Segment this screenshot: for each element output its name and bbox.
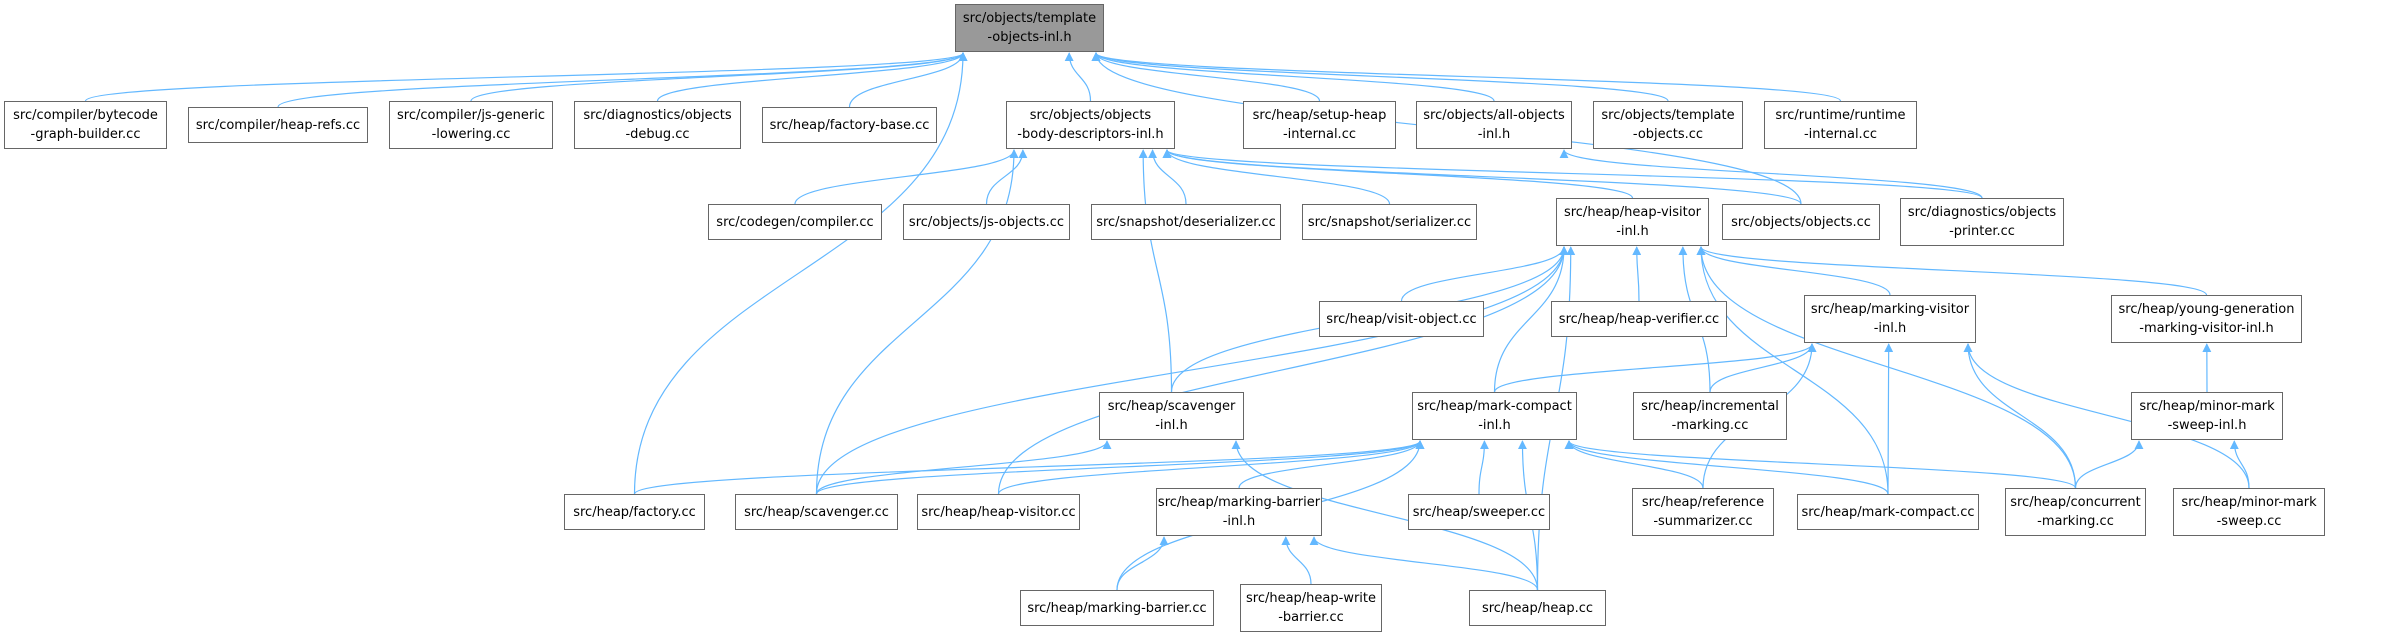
- edge-scavengercc-to-markcompactinl: [815, 440, 1425, 495]
- node-scavenger-inl-h[interactable]: src/heap/scavenger -inl.h: [1099, 392, 1244, 440]
- edge-factory-to-markcompactinl: [633, 440, 1425, 495]
- edge-heapverifier-to-heapvisitorinl: [1632, 246, 1642, 302]
- node-marking-barrier-inl-h[interactable]: src/heap/marking-barrier -inl.h: [1156, 488, 1322, 536]
- edge-bodydesc-to-root: [1064, 52, 1092, 102]
- edge-heapcc-to-markingbarrierinl: [1309, 536, 1539, 591]
- node-heap-verifier[interactable]: src/heap/heap-verifier.cc: [1551, 301, 1727, 337]
- node-objects-cc[interactable]: src/objects/objects.cc: [1722, 204, 1880, 240]
- node-concurrent-marking[interactable]: src/heap/concurrent -marking.cc: [2005, 488, 2146, 536]
- edge-scavengercc-to-heapvisitorinl: [815, 246, 1569, 495]
- node-template-objects-cc[interactable]: src/objects/template -objects.cc: [1593, 101, 1743, 149]
- edge-concurrent-to-markcompactinl: [1564, 440, 2077, 489]
- edge-minormarksweep-to-minormarkinl: [2229, 440, 2250, 489]
- edge-refsumm-to-markcompactinl: [1564, 440, 1704, 489]
- node-mark-compact-cc[interactable]: src/heap/mark-compact.cc: [1797, 494, 1979, 530]
- edge-heapvisitorcc-to-markcompactinl: [997, 440, 1425, 495]
- node-factory-cc[interactable]: src/heap/factory.cc: [564, 494, 705, 530]
- edge-compiler-to-bodydesc: [794, 149, 1019, 205]
- node-all-objects-inl-h[interactable]: src/objects/all-objects -inl.h: [1416, 101, 1572, 149]
- edge-heapvisitorinl-to-bodydesc: [1162, 149, 1634, 199]
- edge-setupheap-to-root: [1091, 52, 1321, 102]
- edge-objprinter-to-allobjects: [1559, 149, 1983, 199]
- node-objects-body-descriptors-inl-h[interactable]: src/objects/objects -body-descriptors-in…: [1006, 101, 1175, 149]
- edge-sweeper-to-markcompactinl: [1478, 440, 1489, 495]
- node-marking-visitor-inl-h[interactable]: src/heap/marking-visitor -inl.h: [1804, 295, 1976, 343]
- edge-scavengercc-to-scavengerinl: [815, 440, 1112, 495]
- edge-markcompactinl-to-heapvisitorinl: [1493, 246, 1569, 393]
- node-objects-printer[interactable]: src/diagnostics/objects -printer.cc: [1900, 198, 2064, 246]
- node-reference-summarizer[interactable]: src/heap/reference -summarizer.cc: [1632, 488, 1774, 536]
- edge-factory-to-root: [633, 52, 968, 495]
- node-heap-cc[interactable]: src/heap/heap.cc: [1469, 590, 1606, 626]
- node-scavenger-cc[interactable]: src/heap/scavenger.cc: [735, 494, 898, 530]
- edge-bytecode-to-root: [84, 52, 968, 102]
- node-runtime-internal[interactable]: src/runtime/runtime -internal.cc: [1764, 101, 1917, 149]
- edge-runtimeint-to-root: [1091, 52, 1842, 102]
- edge-jsobjects-to-bodydesc: [985, 149, 1028, 205]
- edge-writebarrier-to-markingbarrierinl: [1281, 536, 1312, 585]
- edge-markingbarrierinl-to-markcompactinl: [1238, 440, 1425, 489]
- edge-markingvisitor-to-heapvisitorinl: [1696, 246, 1891, 296]
- node-js-generic-lowering[interactable]: src/compiler/js-generic -lowering.cc: [389, 101, 553, 149]
- edge-objectscc-to-bodydesc: [1162, 149, 1802, 205]
- edge-objprinter-to-bodydesc: [1162, 149, 1983, 199]
- edge-scavengercc-to-bodydesc: [815, 149, 1019, 495]
- edge-markcompactinl-to-markingvisitor: [1493, 343, 1817, 393]
- node-deserializer[interactable]: src/snapshot/deserializer.cc: [1091, 204, 1281, 240]
- edge-allobjects-to-root: [1091, 52, 1495, 102]
- edge-younggen-to-heapvisitorinl: [1696, 246, 2208, 296]
- edge-visitobject-to-heapvisitorinl: [1400, 246, 1569, 302]
- node-young-generation-marking-visitor-inl-h[interactable]: src/heap/young-generation -marking-visit…: [2111, 295, 2302, 343]
- edge-heapcc-to-scavengerinl: [1231, 440, 1539, 591]
- edge-scavengerinl-to-bodydesc: [1138, 149, 1173, 393]
- node-incremental-marking[interactable]: src/heap/incremental -marking.cc: [1633, 392, 1787, 440]
- edge-minormarksweep-to-markingvisitor: [1963, 343, 2250, 489]
- edge-markcompactcc-to-heapvisitorinl: [1696, 246, 1889, 495]
- node-codegen-compiler[interactable]: src/codegen/compiler.cc: [708, 204, 882, 240]
- node-objects-debug[interactable]: src/diagnostics/objects -debug.cc: [574, 101, 741, 149]
- node-visit-object[interactable]: src/heap/visit-object.cc: [1319, 301, 1484, 337]
- edge-objdebug-to-root: [656, 52, 968, 102]
- edge-serializer-to-bodydesc: [1162, 149, 1391, 205]
- node-heap-refs[interactable]: src/compiler/heap-refs.cc: [188, 107, 368, 143]
- node-sweeper[interactable]: src/heap/sweeper.cc: [1408, 494, 1550, 530]
- edge-concurrent-to-minormarkinl: [2074, 440, 2144, 489]
- edge-markingbarriercc-to-markingbarrierinl: [1116, 536, 1169, 591]
- edge-templateobj-to-root: [1091, 52, 1669, 102]
- edge-heapvisitorcc-to-heapvisitorinl: [997, 246, 1569, 495]
- node-heap-visitor-cc[interactable]: src/heap/heap-visitor.cc: [917, 494, 1080, 530]
- edge-factorybase-to-root: [848, 52, 968, 108]
- node-minor-mark-sweep-inl-h[interactable]: src/heap/minor-mark -sweep-inl.h: [2131, 392, 2283, 440]
- edge-concurrent-to-markingvisitor: [1963, 343, 2077, 489]
- node-marking-barrier-cc[interactable]: src/heap/marking-barrier.cc: [1020, 590, 1214, 626]
- node-setup-heap-internal[interactable]: src/heap/setup-heap -internal.cc: [1243, 101, 1396, 149]
- node-js-objects[interactable]: src/objects/js-objects.cc: [903, 204, 1070, 240]
- node-minor-mark-sweep-cc[interactable]: src/heap/minor-mark -sweep.cc: [2173, 488, 2325, 536]
- node-serializer[interactable]: src/snapshot/serializer.cc: [1302, 204, 1477, 240]
- node-template-objects-inl-h[interactable]: src/objects/template -objects-inl.h: [955, 4, 1104, 52]
- edge-heaprefs-to-root: [277, 52, 968, 108]
- edge-markcompactcc-to-markingvisitor: [1884, 343, 1894, 495]
- node-mark-compact-inl-h[interactable]: src/heap/mark-compact -inl.h: [1412, 392, 1577, 440]
- node-bytecode-graph-builder[interactable]: src/compiler/bytecode -graph-builder.cc: [4, 101, 167, 149]
- edge-deserializer-to-bodydesc: [1148, 149, 1187, 205]
- edge-jsgeneric-to-root: [470, 52, 968, 102]
- node-heap-visitor-inl-h[interactable]: src/heap/heap-visitor -inl.h: [1556, 198, 1709, 246]
- node-heap-write-barrier[interactable]: src/heap/heap-write -barrier.cc: [1240, 584, 1382, 632]
- edge-markcompactcc-to-markcompactinl: [1564, 440, 1889, 495]
- node-factory-base[interactable]: src/heap/factory-base.cc: [762, 107, 937, 143]
